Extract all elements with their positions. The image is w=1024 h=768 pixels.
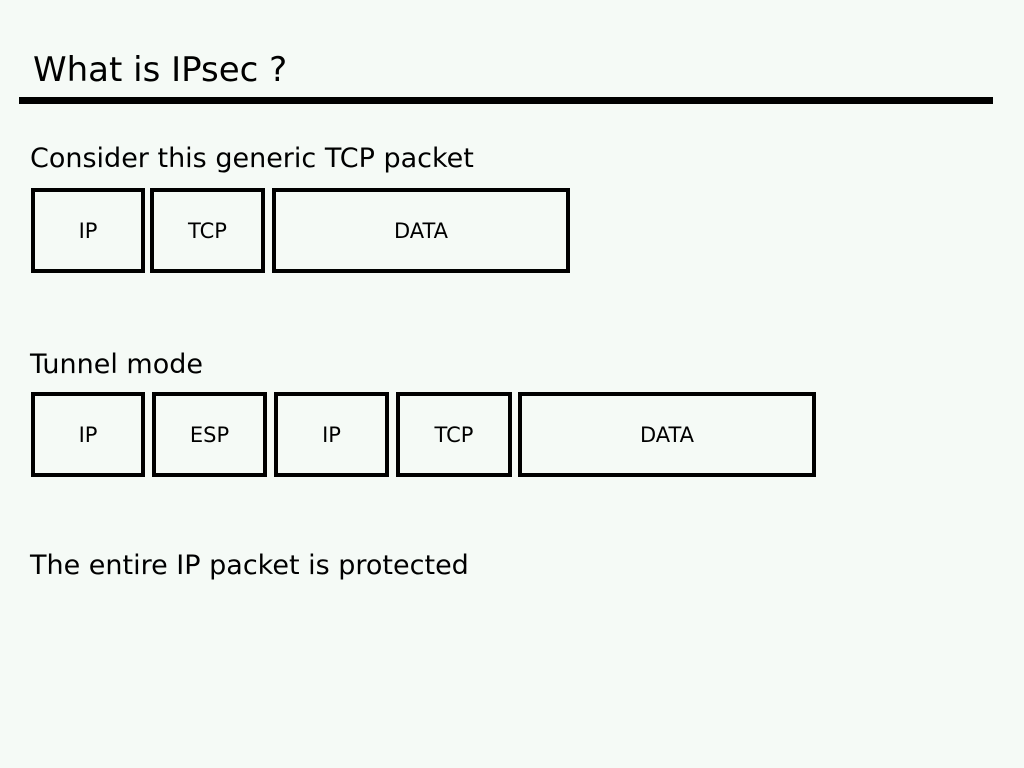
packet-field-box-tcp: TCP xyxy=(396,392,512,477)
packet-field-box-ip-inner: IP xyxy=(274,392,389,477)
packet-field-label: ESP xyxy=(189,422,230,447)
packet-field-label: DATA xyxy=(393,218,449,243)
caption-generic-tcp-packet: Consider this generic TCP packet xyxy=(30,143,474,174)
title-underline xyxy=(19,97,993,104)
diagram-generic-tcp-packet: IP TCP DATA xyxy=(0,188,1024,273)
packet-field-label: TCP xyxy=(434,422,474,447)
packet-field-label: TCP xyxy=(188,218,227,243)
slide-title: What is IPsec ? xyxy=(33,50,288,90)
packet-field-box-tcp: TCP xyxy=(150,188,265,273)
caption-tunnel-mode: Tunnel mode xyxy=(30,349,203,380)
packet-field-label: DATA xyxy=(639,422,695,447)
diagram-tunnel-mode-packet: IP ESP IP TCP DATA xyxy=(0,392,1024,477)
packet-field-box-data: DATA xyxy=(272,188,570,273)
packet-field-label: IP xyxy=(78,422,98,447)
packet-field-box-ip: IP xyxy=(31,188,145,273)
packet-field-box-data: DATA xyxy=(518,392,816,477)
caption-protection-note: The entire IP packet is protected xyxy=(30,550,469,581)
packet-field-box-esp: ESP xyxy=(152,392,267,477)
packet-field-label: IP xyxy=(78,218,98,243)
packet-field-box-ip-outer: IP xyxy=(31,392,145,477)
packet-field-label: IP xyxy=(322,422,341,447)
